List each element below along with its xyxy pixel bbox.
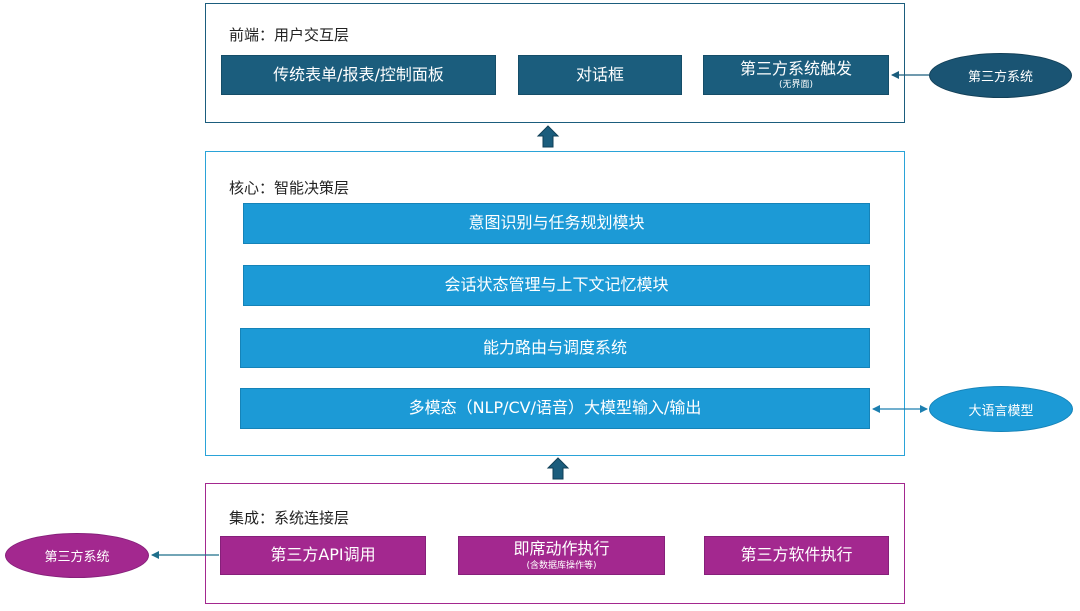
adhoc-action-label: 即席动作执行 <box>513 539 610 559</box>
up-arrow-integration-to-core <box>546 457 570 480</box>
intent-planning-module[interactable]: 意图识别与任务规划模块 <box>243 203 870 244</box>
third-party-system-bottom-ellipse[interactable]: 第三方系统 <box>5 533 149 578</box>
third-party-system-top-ellipse[interactable]: 第三方系统 <box>929 53 1072 98</box>
forms-reports-dashboard-box[interactable]: 传统表单/报表/控制面板 <box>221 55 496 95</box>
forms-reports-dashboard-label: 传统表单/报表/控制面板 <box>273 64 444 84</box>
capability-routing-label: 能力路由与调度系统 <box>482 337 627 357</box>
adhoc-action-sublabel: (含数据库操作等) <box>526 560 597 571</box>
multimodal-llm-io-module[interactable]: 多模态（NLP/CV/语音）大模型输入/输出 <box>240 388 870 429</box>
third-party-software-box[interactable]: 第三方软件执行 <box>704 536 889 575</box>
intent-planning-label: 意图识别与任务规划模块 <box>468 213 645 233</box>
adhoc-action-box[interactable]: 即席动作执行 (含数据库操作等) <box>458 536 665 575</box>
session-memory-label: 会话状态管理与上下文记忆模块 <box>444 275 669 295</box>
integration-layer-title: 集成：系统连接层 <box>229 509 350 527</box>
capability-routing-module[interactable]: 能力路由与调度系统 <box>240 328 870 368</box>
large-language-model-ellipse[interactable]: 大语言模型 <box>929 386 1073 432</box>
third-party-trigger-label: 第三方系统触发 <box>739 58 852 78</box>
third-party-api-label: 第三方API调用 <box>270 545 376 565</box>
dialog-box[interactable]: 对话框 <box>518 55 682 95</box>
up-arrow-core-to-frontend <box>536 125 560 148</box>
core-layer-title: 核心：智能决策层 <box>229 179 350 197</box>
third-party-system-top-label: 第三方系统 <box>967 70 1033 85</box>
dialog-box-label: 对话框 <box>575 64 624 84</box>
third-party-trigger-sublabel: (无界面) <box>778 80 814 91</box>
session-memory-module[interactable]: 会话状态管理与上下文记忆模块 <box>243 265 870 306</box>
third-party-trigger-box[interactable]: 第三方系统触发 (无界面) <box>703 55 889 95</box>
large-language-model-label: 大语言模型 <box>968 403 1034 419</box>
third-party-software-label: 第三方软件执行 <box>740 545 853 565</box>
multimodal-llm-io-label: 多模态（NLP/CV/语音）大模型输入/输出 <box>408 398 702 418</box>
frontend-layer-title: 前端：用户交互层 <box>229 26 350 44</box>
third-party-system-bottom-label: 第三方系统 <box>44 550 110 565</box>
third-party-api-box[interactable]: 第三方API调用 <box>220 536 426 575</box>
